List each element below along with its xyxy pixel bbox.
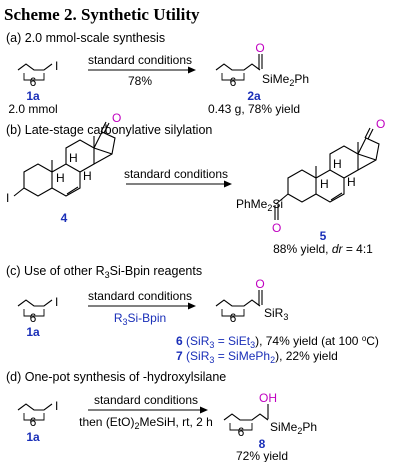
- arrow-condition-above: standard conditions: [88, 289, 192, 303]
- reactant-1a-structure-a: 6 I: [17, 59, 58, 89]
- reactant-amount: 2.0 mmol: [8, 102, 57, 116]
- arrow-reagent-below: R3Si-Bpin: [114, 311, 166, 327]
- reaction-arrow-d: standard conditions then (EtO)2MeSiH, rt…: [79, 393, 213, 431]
- repeat-count: 6: [30, 311, 37, 325]
- h-label-3: H: [56, 171, 65, 185]
- repeat-count: 6: [30, 415, 37, 429]
- repeat-count: 6: [30, 75, 37, 89]
- compound-label-8: 8: [259, 437, 266, 451]
- result-line-6: 6 (SiR3 = SiEt3), 74% yield (at 100 oC): [176, 334, 379, 350]
- section-c-header: (c) Use of other R3Si-Bpin reagents: [6, 264, 202, 280]
- arrow-reagent-below: then (EtO)2MeSiH, rt, 2 h: [79, 415, 213, 431]
- chain-bonds: [223, 413, 269, 421]
- product-yield-a: 0.43 g, 78% yield: [208, 102, 300, 116]
- arrow-condition-above: standard conditions: [124, 167, 228, 181]
- chain-bonds: [17, 403, 53, 411]
- arrow-condition-above: standard conditions: [88, 53, 192, 67]
- oxygen-atom: O: [255, 277, 264, 291]
- reactant-1a-structure-c: 6 I: [17, 295, 58, 325]
- result-line-7: 7 (SiR3 = SiMePh2), 22% yield: [176, 349, 338, 365]
- oxygen-atom: O: [255, 41, 264, 55]
- silyl-group: PhMe2Si: [236, 197, 283, 213]
- chain-bonds: [215, 299, 261, 307]
- chain-bonds: [215, 63, 261, 71]
- chain-bonds: [17, 63, 53, 71]
- reaction-arrow-a: standard conditions 78%: [88, 53, 196, 88]
- reactant-1a-structure-d: 6 I: [17, 399, 58, 429]
- iodine-atom: I: [55, 295, 58, 309]
- h-label-1: H: [333, 157, 342, 171]
- scheme-title: Scheme 2. Synthetic Utility: [4, 5, 200, 24]
- section-d-header: (d) One-pot synthesis of -hydroxylsilane: [6, 370, 226, 384]
- compound-label-4: 4: [61, 211, 68, 225]
- repeat-bracket: [23, 413, 45, 421]
- repeat-count: 6: [238, 425, 245, 439]
- repeat-bracket: [221, 309, 245, 317]
- h-label-1: H: [69, 151, 78, 165]
- acyl-oxygen-atom: O: [272, 221, 281, 235]
- ring-oxygen-atom: O: [376, 117, 385, 131]
- iodine-atom: I: [55, 59, 58, 73]
- repeat-count: 6: [230, 311, 237, 325]
- repeat-bracket: [221, 73, 245, 81]
- reaction-arrow-c: standard conditions R3Si-Bpin: [88, 289, 196, 327]
- steroid-5-structure: [274, 127, 380, 220]
- product-8-structure: 6 OH SiMe2Ph: [223, 391, 317, 439]
- arrow-head: [188, 66, 196, 74]
- product-2a-structure: 6 O SiMe2Ph: [215, 41, 309, 89]
- compound-label-2a: 2a: [247, 89, 261, 103]
- repeat-bracket: [23, 73, 45, 81]
- oxygen-atom: O: [112, 111, 121, 125]
- arrow-head: [224, 180, 232, 188]
- arrow-head: [200, 406, 208, 414]
- compound-label-1a: 1a: [26, 325, 40, 339]
- arrow-head: [188, 302, 196, 310]
- iodine-atom: I: [6, 191, 9, 205]
- compound-label-1a: 1a: [26, 430, 40, 444]
- iodine-atom: I: [55, 399, 58, 413]
- repeat-bracket: [23, 309, 45, 317]
- compound-label-5: 5: [320, 229, 327, 243]
- steroid-4-structure: [13, 121, 116, 197]
- repeat-bracket: [229, 423, 253, 431]
- section-a-header: (a) 2.0 mmol-scale synthesis: [6, 31, 165, 45]
- product-acylsilane-structure-c: 6 O SiR3: [215, 277, 288, 325]
- product-yield-b: 88% yield, dr = 4:1: [273, 242, 373, 256]
- arrow-condition-above: standard conditions: [94, 393, 198, 407]
- silyl-group: SiMe2Ph: [270, 420, 317, 436]
- h-label-2: H: [347, 175, 356, 189]
- silyl-group: SiR3: [264, 306, 288, 322]
- product-yield-d: 72% yield: [236, 449, 288, 462]
- compound-label-1a: 1a: [26, 89, 40, 103]
- silyl-group: SiMe2Ph: [262, 72, 309, 88]
- repeat-count: 6: [230, 75, 237, 89]
- chain-bonds: [17, 299, 53, 307]
- reaction-arrow-b: standard conditions: [124, 167, 232, 188]
- arrow-condition-below: 78%: [128, 74, 152, 88]
- hydroxyl-group: OH: [259, 391, 277, 405]
- h-label-3: H: [320, 177, 329, 191]
- h-label-2: H: [83, 169, 92, 183]
- section-b-header: (b) Late-stage carbonylative silylation: [6, 123, 212, 137]
